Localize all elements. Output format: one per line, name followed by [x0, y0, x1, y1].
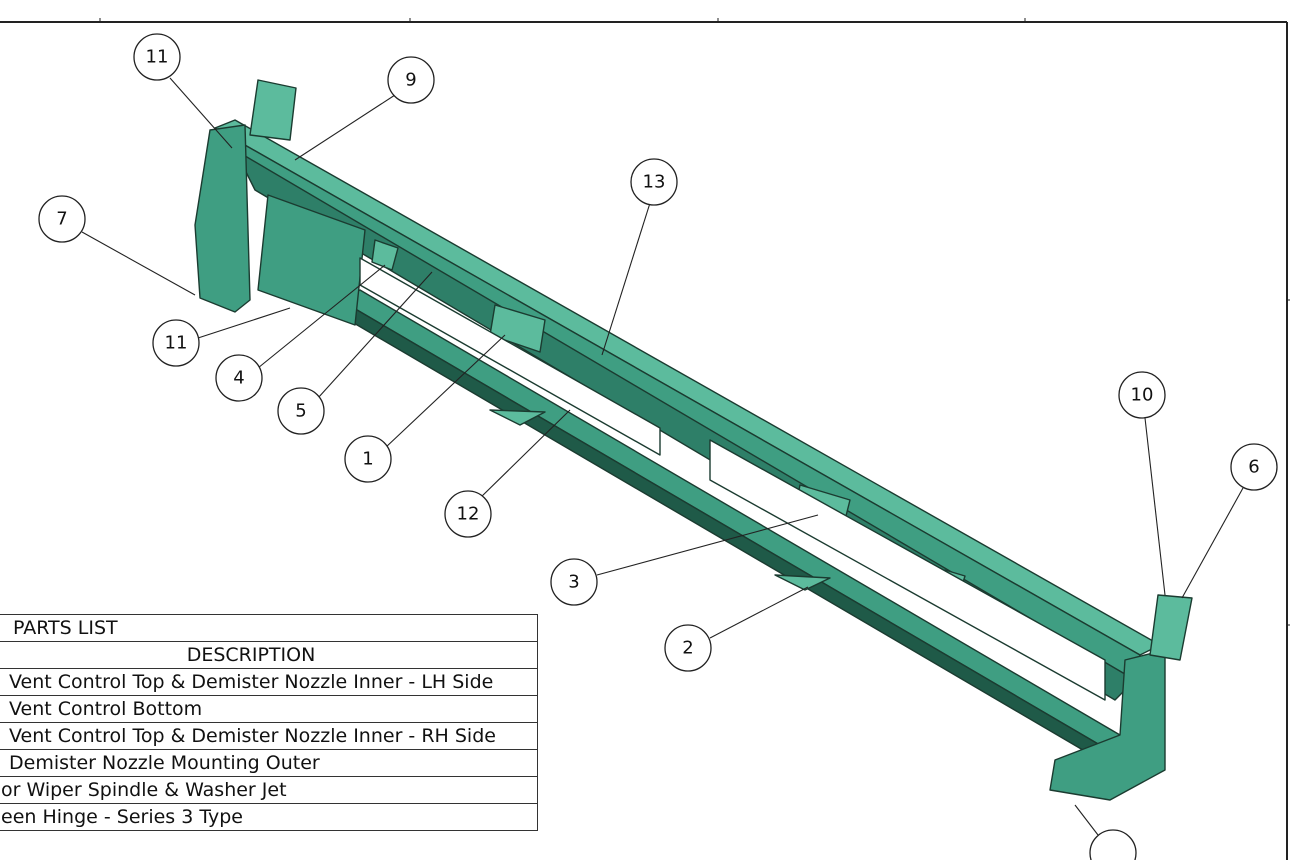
part-description: Vent Control Top & Demister Nozzle Inner… — [0, 722, 538, 750]
svg-text:12: 12 — [457, 504, 480, 525]
table-row: Vent Control Bottom — [0, 695, 538, 723]
tab-12 — [489, 409, 546, 426]
svg-text:10: 10 — [1131, 385, 1154, 406]
svg-text:9: 9 — [405, 70, 416, 91]
part-description: Vent Control Bottom — [0, 695, 538, 723]
top-rail — [214, 119, 1161, 656]
tab-4 — [371, 239, 399, 271]
opening-left — [359, 257, 661, 456]
left-mounting-plate — [257, 194, 366, 326]
part-description: Demister Nozzle Mounting Outer — [0, 749, 538, 777]
opening-right — [709, 439, 1106, 701]
table-row: Demister Nozzle Mounting Outer — [0, 749, 538, 777]
table-row: or Wiper Spindle & Washer Jet — [0, 776, 538, 804]
balloon-6: 6 — [1230, 443, 1278, 491]
tab-1 — [489, 304, 546, 353]
top-rail-face — [214, 127, 1141, 681]
balloon-4: 4 — [215, 354, 263, 402]
svg-text:11: 11 — [165, 333, 188, 354]
svg-text:7: 7 — [56, 209, 67, 230]
left-end-bracket — [194, 124, 251, 313]
balloon-5: 5 — [277, 387, 325, 435]
balloon-9: 9 — [387, 56, 435, 104]
parts-list-title: PARTS LIST — [0, 614, 538, 642]
balloon-12: 12 — [444, 490, 492, 538]
svg-text:4: 4 — [233, 368, 244, 389]
balloon-11-left: 11 — [152, 319, 200, 367]
parts-list-title-row: PARTS LIST — [0, 614, 538, 642]
balloon-2: 2 — [664, 624, 712, 672]
svg-text:1: 1 — [362, 449, 373, 470]
balloon-10: 10 — [1118, 371, 1166, 419]
table-row: Vent Control Top & Demister Nozzle Inner… — [0, 668, 538, 696]
balloon-1: 1 — [344, 435, 392, 483]
balloon-7: 7 — [38, 195, 86, 243]
balloon-13: 13 — [630, 158, 678, 206]
table-row: Vent Control Top & Demister Nozzle Inner… — [0, 722, 538, 750]
balloon-partial-bottom — [1089, 829, 1137, 860]
balloon-11-top: 11 — [133, 33, 181, 81]
svg-text:3: 3 — [568, 572, 579, 593]
svg-text:5: 5 — [295, 401, 306, 422]
svg-text:2: 2 — [682, 638, 693, 659]
part-description: een Hinge - Series 3 Type — [0, 803, 538, 831]
parts-list-header-row: DESCRIPTION — [0, 641, 538, 669]
description-header: DESCRIPTION — [0, 641, 538, 669]
balloon-3: 3 — [550, 558, 598, 606]
leader-lines — [81, 77, 1244, 836]
parts-list-table: PARTS LIST DESCRIPTION Vent Control Top … — [0, 614, 538, 831]
right-top-post — [1149, 594, 1193, 661]
table-row: een Hinge - Series 3 Type — [0, 803, 538, 831]
tab-2 — [774, 574, 831, 591]
frame-assembly — [194, 79, 1193, 801]
balloons: 11 9 13 7 11 4 5 1 12 10 6 3 2 — [38, 33, 1278, 860]
drawing-frame — [0, 18, 1290, 860]
right-end-bracket — [1049, 649, 1166, 801]
svg-text:13: 13 — [643, 172, 666, 193]
part-description: or Wiper Spindle & Washer Jet — [0, 776, 538, 804]
svg-text:11: 11 — [146, 47, 169, 68]
left-top-post — [249, 79, 297, 141]
svg-text:6: 6 — [1248, 457, 1259, 478]
part-description: Vent Control Top & Demister Nozzle Inner… — [0, 668, 538, 696]
